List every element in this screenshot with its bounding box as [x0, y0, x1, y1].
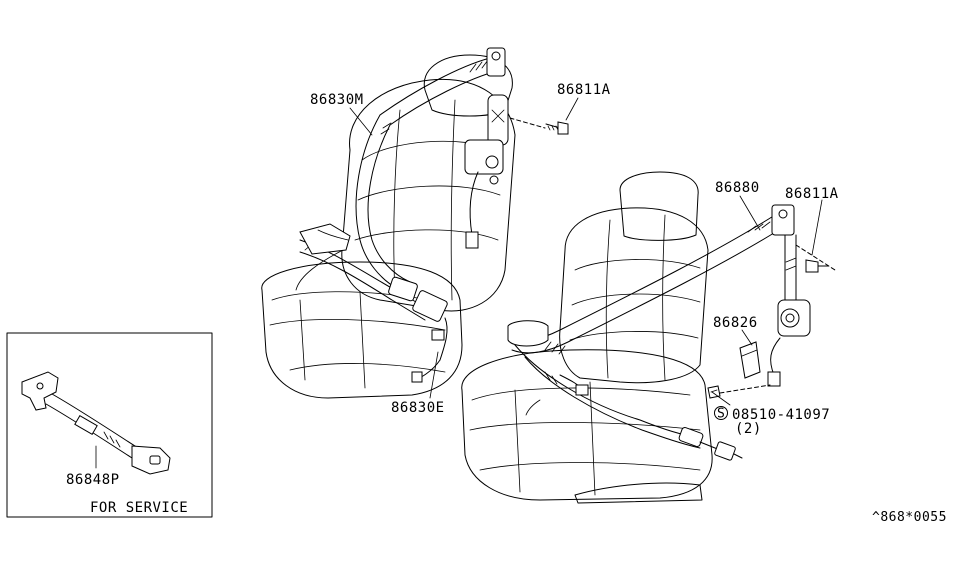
callout-86880: 86880: [715, 180, 760, 196]
leader-lines: [349, 97, 823, 406]
right-seat: [461, 171, 713, 504]
right-belt-webbing: [507, 204, 811, 461]
callout-screw: S 08510-41097 (2): [714, 406, 830, 437]
bracket: [739, 341, 761, 379]
service-inset: 86848P FOR SERVICE: [6, 332, 213, 518]
screw: [707, 384, 771, 399]
left-anchor-bolt: [509, 117, 569, 135]
screw-part-number: 08510-41097: [732, 407, 830, 423]
callout-86830e: 86830E: [391, 400, 445, 416]
callout-86811a-left: 86811A: [557, 82, 611, 98]
left-seat: [261, 54, 516, 399]
callout-86826: 86826: [713, 315, 758, 331]
callout-86811a-right: 86811A: [785, 186, 839, 202]
right-anchor-bolt: [795, 244, 836, 273]
callout-86830m: 86830M: [310, 92, 364, 108]
left-belt-webbing: [299, 47, 509, 383]
screw-symbol: S: [717, 407, 725, 422]
callout-86848p: 86848P: [66, 472, 120, 488]
screw-quantity: (2): [735, 421, 762, 437]
inset-caption: FOR SERVICE: [90, 500, 188, 516]
diagram-id: ^868*0055: [872, 510, 947, 525]
